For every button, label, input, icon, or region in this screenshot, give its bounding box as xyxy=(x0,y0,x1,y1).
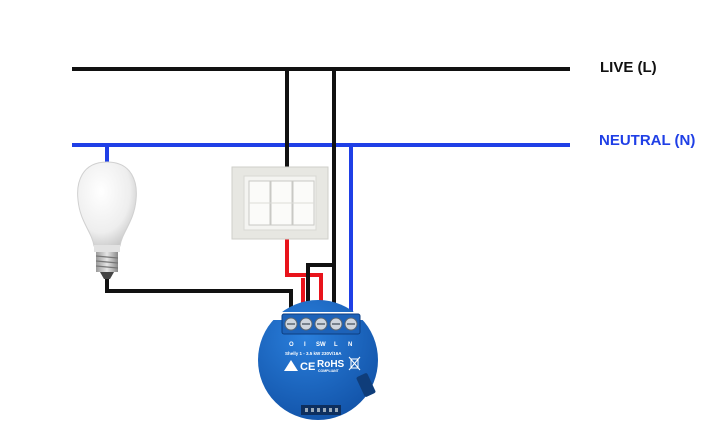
switch-to-sw-wire xyxy=(285,238,323,316)
neutral-label: NEUTRAL (N) xyxy=(599,132,696,149)
device-spec-text: Shelly 1 - 3.5 kW 230V/16A xyxy=(285,351,342,356)
terminal-label-i: I xyxy=(304,342,306,348)
ce-mark: CE xyxy=(300,361,315,373)
side-connector xyxy=(356,373,376,397)
light-bulb-icon xyxy=(77,161,137,279)
terminal-label-o: O xyxy=(289,342,294,348)
weee-bin-icon xyxy=(348,356,361,371)
wall-switch-icon xyxy=(231,166,329,240)
terminal-label-l: L xyxy=(334,342,338,348)
bulb-to-output-wire xyxy=(105,279,293,318)
warning-icon xyxy=(284,360,298,371)
rohs-mark: RoHS xyxy=(317,359,345,370)
rohs-compliant-text: COMPLIANT xyxy=(318,369,340,373)
live-label: LIVE (L) xyxy=(600,59,657,76)
live-jumper-wire xyxy=(306,263,334,316)
terminal-screws xyxy=(284,317,358,331)
terminal-label-sw: SW xyxy=(316,342,326,348)
bottom-header xyxy=(301,405,341,415)
relay-module-icon: O I SW L N Shelly 1 - 3.5 kW 230V/16A CE… xyxy=(258,300,378,420)
terminal-label-n: N xyxy=(348,342,352,348)
